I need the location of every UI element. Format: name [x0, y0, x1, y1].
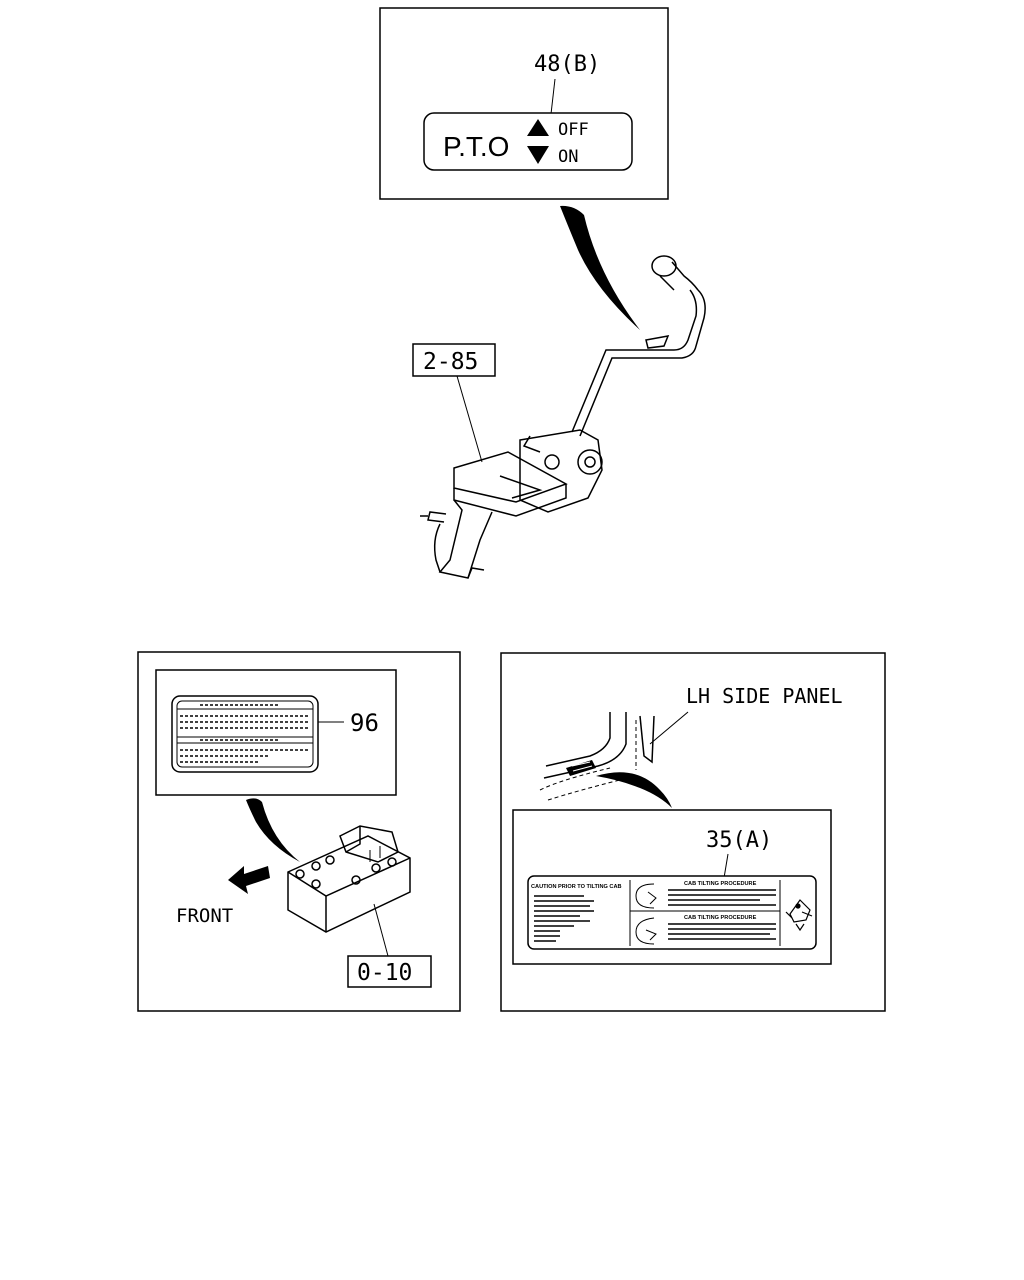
pto-lever-assembly — [420, 255, 706, 579]
caution-decal: CAUTION PRIOR TO TILTING CAB CAB TILTING… — [527, 875, 817, 950]
arrow-down-icon — [527, 146, 549, 164]
pto-on-text: ON — [558, 147, 578, 167]
front-text: FRONT — [176, 905, 233, 927]
pto-decal-text: P.T.O — [443, 131, 509, 162]
battery-decal — [171, 695, 319, 773]
caution-title-text: CAUTION PRIOR TO TILTING CAB — [531, 884, 622, 890]
side-panel-illustration — [539, 712, 655, 801]
pto-label-callout: 48(B) P.T.O OFF ON — [379, 7, 669, 200]
procedure-title-1-text: CAB TILTING PROCEDURE — [684, 881, 757, 887]
lever-ref-number: 2-85 — [423, 349, 478, 375]
battery-label-panel: 96 FRONT 0-10 — [137, 651, 461, 1012]
arrow-up-icon — [527, 119, 549, 136]
battery-leader-curve — [246, 798, 300, 862]
battery-decal-ref-number: 96 — [350, 709, 379, 737]
lh-side-panel-text: LH SIDE PANEL — [686, 684, 843, 708]
pto-ref-number: 48(B) — [534, 52, 600, 77]
lever-ref-callout: 2-85 — [412, 343, 496, 463]
pto-decal — [423, 112, 633, 171]
side-panel-label-panel: LH SIDE PANEL 35(A) CAUTION PRIO — [500, 652, 886, 1012]
warning-pictogram-icon — [785, 899, 813, 932]
pto-leader-curve — [560, 205, 640, 330]
front-arrow-icon — [228, 866, 270, 894]
pto-off-text: OFF — [558, 120, 589, 140]
procedure-title-2-text: CAB TILTING PROCEDURE — [684, 915, 757, 921]
caution-label-ref-number: 35(A) — [706, 828, 772, 853]
side-panel-leader-curve — [596, 772, 672, 808]
battery-illustration — [287, 825, 411, 933]
battery-ref-number: 0-10 — [357, 960, 412, 986]
